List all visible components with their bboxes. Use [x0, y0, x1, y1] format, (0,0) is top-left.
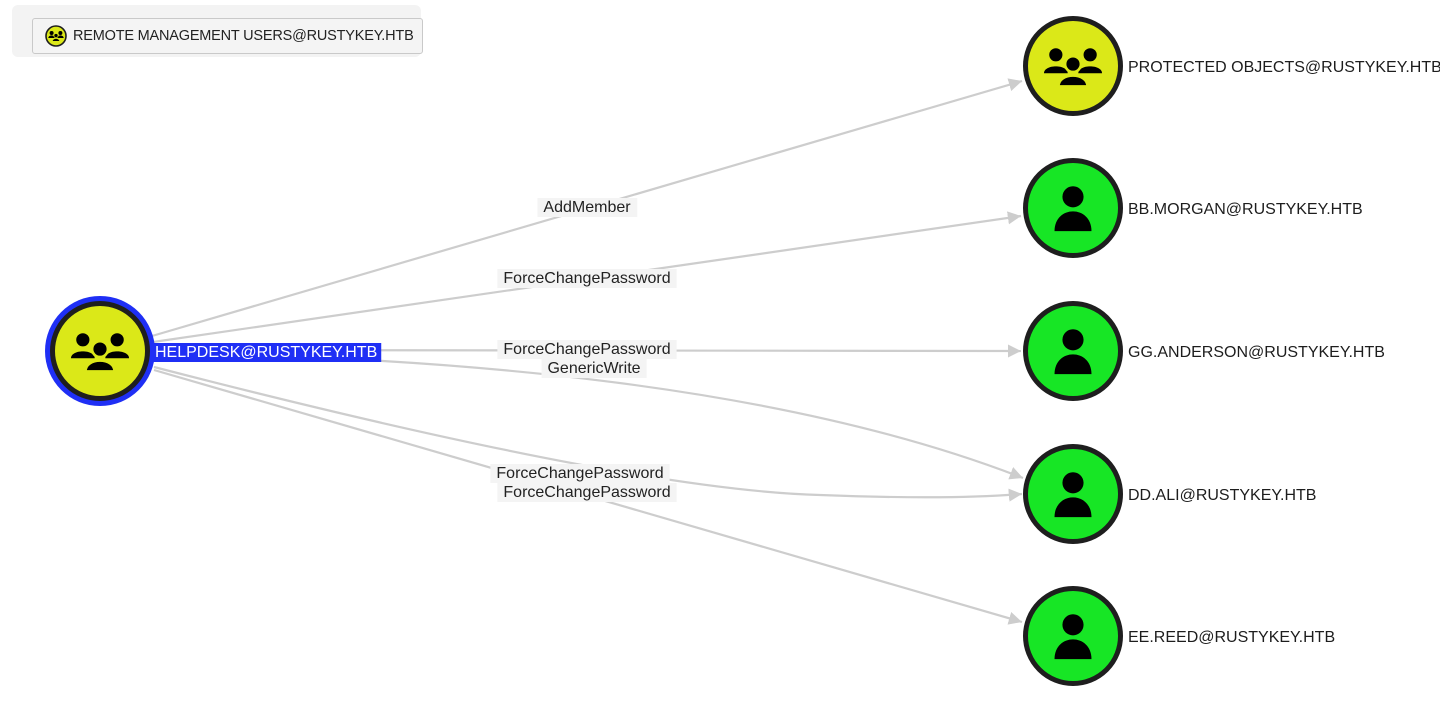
node-helpdesk[interactable]: HELPDESK@RUSTYKEY.HTB [45, 296, 382, 406]
user-node-circle[interactable] [1023, 158, 1123, 258]
edge-label-background [490, 464, 670, 483]
breadcrumb-label: REMOTE MANAGEMENT USERS@RUSTYKEY.HTB [73, 28, 414, 44]
edge-label-text: GenericWrite [547, 360, 640, 377]
edge-label-background [537, 198, 638, 217]
edge-label-background [541, 359, 647, 378]
user-node-circle[interactable] [1023, 444, 1123, 544]
selected-label-highlight [153, 343, 382, 362]
edge-label-background [497, 340, 677, 359]
node-bbmorgan[interactable]: BB.MORGAN@RUSTYKEY.HTB [1023, 158, 1363, 258]
edge-label-text: AddMember [543, 199, 631, 216]
edge-labels-layer: AddMemberForceChangePasswordForceChangeP… [490, 198, 677, 502]
edge-label-text: ForceChangePassword [503, 341, 670, 358]
user-node-circle[interactable] [1023, 586, 1123, 686]
edge-label[interactable]: AddMember [537, 198, 638, 217]
breadcrumb-node-button[interactable]: REMOTE MANAGEMENT USERS@RUSTYKEY.HTB [32, 18, 423, 54]
node-label[interactable]: BB.MORGAN@RUSTYKEY.HTB [1128, 201, 1363, 218]
edge-label[interactable]: ForceChangePassword [497, 340, 677, 359]
node-gganderson[interactable]: GG.ANDERSON@RUSTYKEY.HTB [1023, 301, 1385, 401]
node-protected[interactable]: PROTECTED OBJECTS@RUSTYKEY.HTB [1023, 16, 1440, 116]
edge-label[interactable]: ForceChangePassword [497, 269, 677, 288]
node-label[interactable]: GG.ANDERSON@RUSTYKEY.HTB [1128, 344, 1385, 361]
edge-label-text: ForceChangePassword [496, 465, 663, 482]
edge-label-background [497, 269, 677, 288]
edge-label-text: ForceChangePassword [503, 270, 670, 287]
node-eereed[interactable]: EE.REED@RUSTYKEY.HTB [1023, 586, 1336, 686]
node-label[interactable]: PROTECTED OBJECTS@RUSTYKEY.HTB [1128, 59, 1440, 76]
edge-label[interactable]: GenericWrite [541, 359, 647, 378]
user-node-circle[interactable] [1023, 301, 1123, 401]
node-label[interactable]: DD.ALI@RUSTYKEY.HTB [1128, 487, 1316, 504]
group-icon [45, 25, 67, 47]
nodes-layer: HELPDESK@RUSTYKEY.HTB PROTECTED OBJECTS@R… [45, 16, 1440, 686]
node-label[interactable]: EE.REED@RUSTYKEY.HTB [1128, 629, 1335, 646]
edge-label[interactable]: ForceChangePassword [490, 464, 670, 483]
edge-label-background [497, 483, 677, 502]
edge-label[interactable]: ForceChangePassword [497, 483, 677, 502]
node-label[interactable]: HELPDESK@RUSTYKEY.HTB [155, 344, 377, 361]
node-ddali[interactable]: DD.ALI@RUSTYKEY.HTB [1023, 444, 1317, 544]
edge-label-text: ForceChangePassword [503, 484, 670, 501]
edge-helpdesk-ddali[interactable] [153, 365, 1023, 502]
breadcrumb-panel: REMOTE MANAGEMENT USERS@RUSTYKEY.HTB [12, 5, 423, 57]
